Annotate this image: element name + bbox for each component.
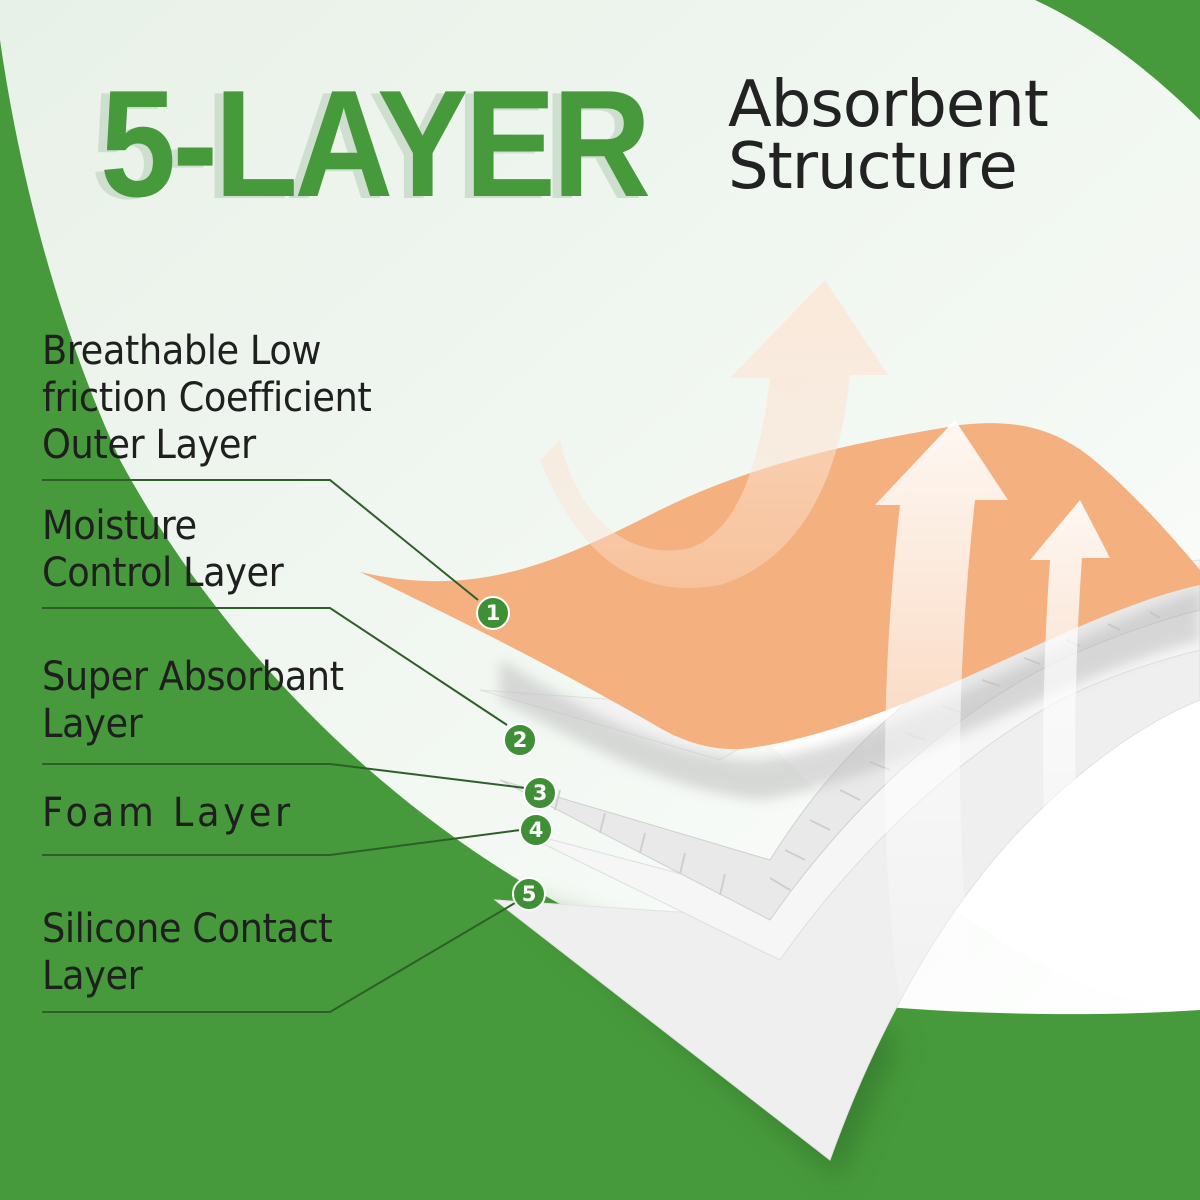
- label-silicone-contact-layer: Silicone Contact Layer: [42, 906, 333, 1000]
- label-outer-layer-line-1: Breathable Low: [42, 328, 322, 374]
- layer-badge-4: 4: [519, 813, 553, 847]
- headline-5-layer: 5-LAYER: [100, 59, 651, 229]
- label-moisture-line-1: Moisture: [42, 503, 197, 549]
- label-outer-layer-line-3: Outer Layer: [42, 422, 256, 468]
- label-moisture-line-2: Control Layer: [42, 550, 284, 596]
- layer-badge-5: 5: [512, 877, 546, 911]
- layer-badge-1: 1: [476, 596, 510, 630]
- subtitle-line-1: Absorbent: [728, 68, 1049, 142]
- layer-badge-3: 3: [523, 776, 557, 810]
- outer-layer-shape: [360, 423, 1200, 750]
- breathability-arrow-icon: [1030, 500, 1110, 1000]
- label-super-absorbant-layer: Super Absorbant Layer: [42, 654, 344, 748]
- label-outer-layer: Breathable Low friction Coefficient Oute…: [42, 328, 372, 469]
- label-outer-layer-line-2: friction Coefficient: [42, 375, 372, 421]
- label-foam-layer: Foam Layer: [42, 790, 294, 837]
- label-foam-line-1: Foam Layer: [42, 790, 294, 836]
- label-silicone-line-1: Silicone Contact: [42, 906, 333, 952]
- headline-subtitle: Absorbent Structure: [728, 68, 1049, 204]
- label-moisture-control-layer: Moisture Control Layer: [42, 503, 284, 597]
- subtitle-line-2: Structure: [728, 130, 1018, 204]
- label-super-absorbant-line-2: Layer: [42, 701, 143, 747]
- leader-lines: [42, 479, 526, 1013]
- label-super-absorbant-line-1: Super Absorbant: [42, 654, 344, 700]
- layer-badge-2: 2: [503, 723, 537, 757]
- breathability-arrow-icon: [540, 280, 888, 589]
- breathability-arrow-icon: [875, 420, 1008, 1000]
- label-silicone-line-2: Layer: [42, 953, 143, 999]
